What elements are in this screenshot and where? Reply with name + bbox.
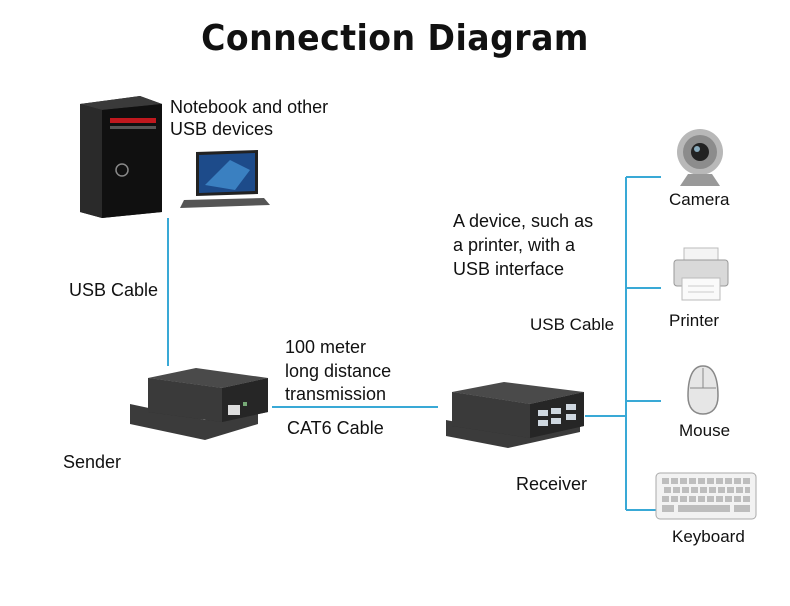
cat6-cable-label: CAT6 Cable (287, 418, 384, 438)
laptop-icon (180, 150, 270, 208)
notebook-label-line2: USB devices (170, 119, 274, 139)
receiver-label: Receiver (516, 474, 588, 494)
connector-lines (167, 176, 661, 511)
camera-icon (677, 129, 723, 186)
camera-label: Camera (669, 190, 730, 209)
sender-box-icon (130, 368, 268, 440)
usb-cable-left-label: USB Cable (69, 280, 159, 300)
sender-label: Sender (63, 452, 122, 472)
device-label-line3: USB interface (453, 259, 565, 279)
keyboard-icon (655, 472, 757, 520)
device-label-line2: a printer, with a (453, 235, 576, 255)
notebook-label-line1: Notebook and other (170, 97, 329, 117)
mouse-label: Mouse (679, 421, 731, 440)
desktop-pc-icon (80, 96, 162, 218)
device-label-line1: A device, such as (453, 211, 594, 231)
receiver-box-icon (446, 382, 584, 448)
printer-icon (673, 247, 729, 301)
printer-label: Printer (669, 311, 720, 330)
diagram-title: Connection Diagram (201, 18, 589, 59)
usb-cable-right-label: USB Cable (530, 315, 615, 334)
mouse-icon (687, 365, 719, 415)
keyboard-label: Keyboard (672, 527, 745, 546)
distance-label-line3: transmission (285, 384, 387, 404)
distance-label-line2: long distance (285, 361, 392, 381)
distance-label-line1: 100 meter (285, 337, 367, 357)
